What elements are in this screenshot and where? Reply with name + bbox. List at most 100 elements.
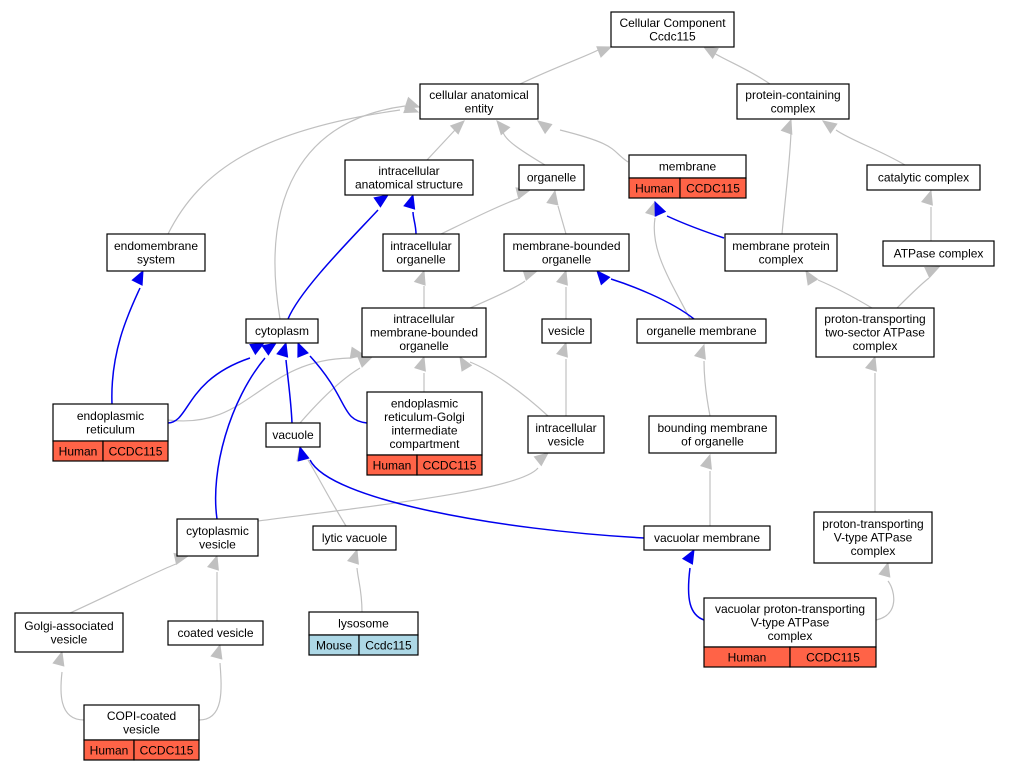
edge-arrowhead (449, 120, 465, 135)
node-label-line: organelle (396, 252, 446, 266)
edge-line (285, 359, 293, 424)
annotation-gene: Ccdc115 (365, 639, 412, 653)
edge-arrowhead (556, 269, 568, 286)
is-a-edge (805, 269, 873, 309)
edge-arrowhead (496, 120, 511, 136)
edge-arrowhead (459, 355, 473, 372)
node-atpase[interactable]: ATPase complex (882, 240, 995, 267)
node-label-line: vesicle (51, 632, 88, 646)
edge-arrowhead (694, 343, 706, 360)
node-coated[interactable]: coated vesicle (167, 620, 264, 646)
node-label-line: membrane (659, 160, 717, 174)
part-of-edge (214, 342, 278, 520)
part-of-edge (681, 548, 705, 621)
node-om[interactable]: organelle membrane (636, 318, 767, 344)
node-label-line: coated vesicle (177, 626, 253, 640)
node-vacuole[interactable]: vacuole (265, 422, 321, 448)
node-label-line: cytoplasm (255, 324, 309, 338)
node-vesicle[interactable]: vesicle (541, 318, 592, 344)
node-label-line: membrane-bounded (370, 326, 478, 340)
part-of-edge (111, 269, 144, 405)
node-cytoplasm[interactable]: cytoplasm (245, 318, 319, 344)
edge-line (426, 129, 456, 161)
edge-line (257, 467, 539, 522)
annotation-gene-cell (102, 440, 169, 462)
node-lv[interactable]: lytic vacuole (312, 525, 397, 551)
annotation-species: Human (59, 445, 98, 459)
node-label-line: V-type ATPase (751, 616, 830, 630)
edge-line (167, 357, 351, 422)
node-box (167, 620, 264, 646)
is-a-edge (821, 120, 906, 166)
edge-line (519, 48, 601, 85)
edge-line (687, 567, 705, 621)
node-label-line: compartment (389, 437, 460, 451)
edge-line (666, 215, 725, 239)
is-a-edge (426, 120, 465, 161)
edge-arrowhead (347, 548, 359, 565)
annotation-species: Human (90, 744, 129, 758)
edge-arrowhead (297, 445, 310, 462)
node-label-line: system (137, 252, 175, 266)
is-a-edge (556, 341, 568, 416)
node-label-line: membrane-bounded (512, 239, 620, 253)
edge-arrowhead (373, 194, 390, 208)
node-ergic[interactable]: endoplasmicreticulum-Golgiintermediateco… (366, 391, 483, 476)
node-catalytic[interactable]: catalytic complex (866, 164, 981, 191)
edge-arrowhead (536, 120, 553, 135)
is-a-edge (694, 343, 711, 417)
edge-arrowhead (261, 342, 278, 356)
is-a-edge (702, 46, 771, 85)
edge-line (198, 662, 222, 721)
edge-line (299, 367, 361, 424)
node-box (518, 164, 585, 191)
edge-line (557, 205, 567, 235)
node-vm[interactable]: vacuolar membrane (643, 525, 771, 551)
node-label-line: ATPase complex (894, 247, 984, 261)
edge-arrowhead (702, 46, 719, 60)
is-a-edge (645, 200, 691, 320)
node-box (83, 704, 200, 741)
edge-line (469, 361, 549, 417)
is-a-edge (274, 96, 421, 320)
node-label-line: intracellular (390, 239, 451, 253)
annotation-species: Human (373, 459, 412, 473)
edge-line (713, 52, 771, 85)
node-label-line: vesicle (548, 434, 585, 448)
annotation-species: Human (635, 182, 674, 196)
edge-arrowhead (297, 341, 309, 358)
edge-arrowhead (556, 341, 568, 358)
node-label-line: bounding membrane (657, 421, 767, 435)
edge-line (69, 563, 177, 614)
edge-arrowhead (413, 269, 426, 286)
node-organelle[interactable]: organelle (518, 164, 585, 191)
node-box (815, 307, 935, 358)
is-a-edge (299, 356, 374, 424)
node-box (736, 83, 850, 120)
is-a-edge (347, 548, 363, 613)
node-label-line: entity (465, 101, 494, 115)
node-box (361, 307, 487, 358)
node-label-line: Ccdc115 (649, 29, 696, 43)
